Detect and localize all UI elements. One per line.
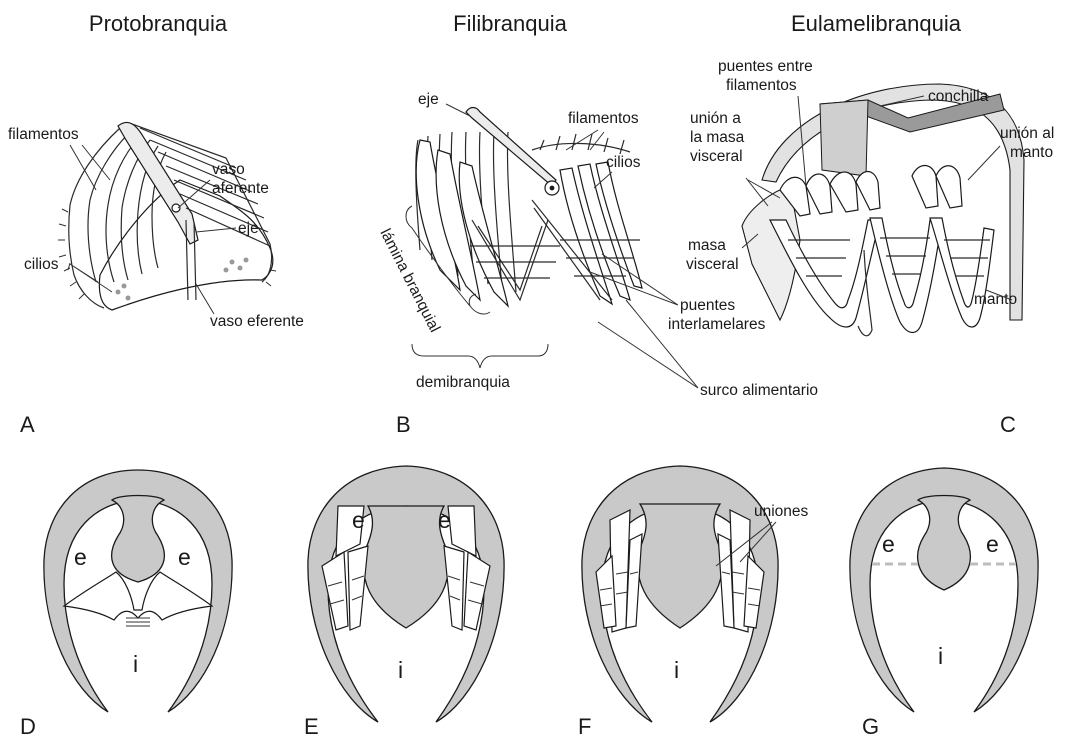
- label-f-uniones: uniones: [754, 503, 809, 520]
- label-a-vaso-eferente: vaso eferente: [210, 313, 304, 330]
- title-protobranquia: Protobranquia: [89, 11, 228, 36]
- label-d-i: i: [133, 651, 138, 677]
- label-b-surco-alimentario: surco alimentario: [700, 382, 818, 399]
- label-b-filamentos: filamentos: [568, 110, 639, 127]
- label-g-e-left: e: [882, 531, 895, 557]
- label-c-union-a: unión a: [690, 110, 741, 127]
- label-a-eje: eje: [238, 220, 259, 237]
- label-a-aferente: aferente: [212, 180, 269, 197]
- label-c-visceral: visceral: [690, 148, 743, 165]
- label-a-vaso: vaso: [212, 161, 245, 178]
- panel-letter-d: D: [20, 714, 36, 739]
- label-a-cilios: cilios: [24, 256, 59, 273]
- label-b-eje: eje: [418, 91, 439, 108]
- label-e-e-left: e: [352, 507, 365, 533]
- label-c-union-al: unión al: [1000, 125, 1054, 142]
- panel-letter-g: G: [862, 714, 879, 739]
- panel-f-drawing: [582, 466, 778, 722]
- panel-g-drawing: [850, 468, 1038, 712]
- panel-a-drawing: [58, 122, 276, 310]
- label-b-cilios: cilios: [606, 154, 641, 171]
- label-e-i: i: [398, 657, 403, 683]
- label-e-e-right: e: [438, 507, 451, 533]
- label-c-filamentos: filamentos: [726, 77, 797, 94]
- panel-letter-f: F: [578, 714, 591, 739]
- label-c-la-masa: la masa: [690, 129, 745, 146]
- label-f-i: i: [674, 657, 679, 683]
- panel-letter-a: A: [20, 412, 35, 437]
- panel-letter-c: C: [1000, 412, 1016, 437]
- label-d-e-right: e: [178, 544, 191, 570]
- label-c-conchilla: conchilla: [928, 88, 989, 105]
- title-eulamelibranquia: Eulamelibranquia: [791, 11, 962, 36]
- panel-b-drawing: [416, 108, 642, 307]
- label-b-demibranquia: demibranquia: [416, 374, 510, 391]
- label-a-filamentos: filamentos: [8, 126, 79, 143]
- label-g-i: i: [938, 643, 943, 669]
- label-c-visceral-2: visceral: [686, 256, 739, 273]
- panel-letter-e: E: [304, 714, 319, 739]
- label-g-e-right: e: [986, 531, 999, 557]
- panel-e-drawing: [308, 466, 504, 722]
- panel-letter-b: B: [396, 412, 411, 437]
- label-c-puentes-entre: puentes entre: [718, 58, 813, 75]
- label-d-e-left: e: [74, 544, 87, 570]
- label-c-manto: manto: [1010, 144, 1053, 161]
- title-filibranquia: Filibranquia: [453, 11, 567, 36]
- label-b-puentes: puentes: [680, 297, 735, 314]
- label-c-masa: masa: [688, 237, 726, 254]
- label-b-interlamelares: interlamelares: [668, 316, 766, 333]
